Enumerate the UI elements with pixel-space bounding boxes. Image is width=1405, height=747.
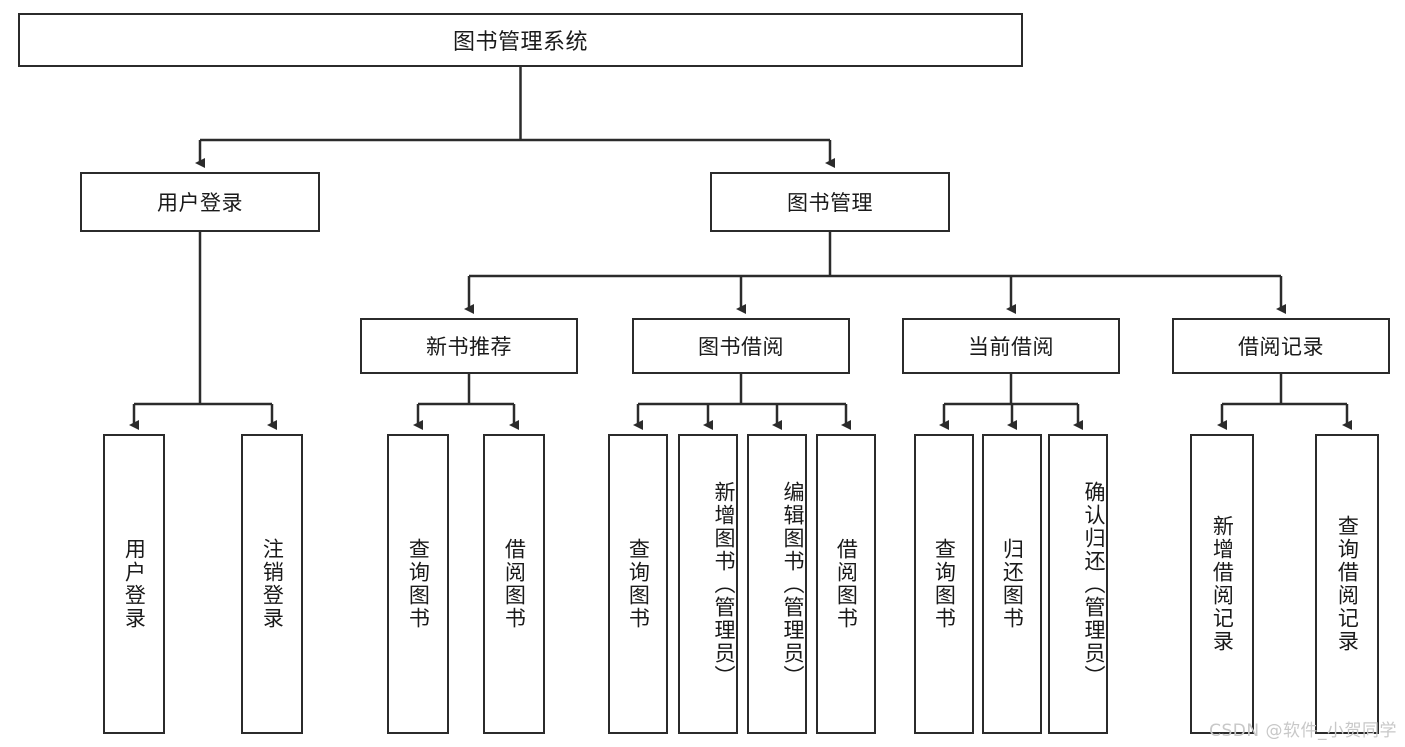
- node-label: 用户登录: [157, 191, 243, 215]
- node-leaf-borrow-book-1[interactable]: 借阅图书: [483, 434, 545, 734]
- node-leaf-edit-book[interactable]: 编辑图书（管理员）: [747, 434, 807, 734]
- node-label: 借阅记录: [1238, 335, 1324, 359]
- node-label: 新增借阅记录: [1210, 515, 1235, 653]
- node-leaf-query-book-2[interactable]: 查询图书: [608, 434, 668, 734]
- node-label: 确认归还（管理员）: [1082, 480, 1106, 688]
- node-label: 借阅图书: [834, 538, 859, 630]
- node-root[interactable]: 图书管理系统: [18, 13, 1023, 67]
- node-user-login[interactable]: 用户登录: [80, 172, 320, 232]
- node-new-book-recommend[interactable]: 新书推荐: [360, 318, 578, 374]
- node-leaf-query-book-3[interactable]: 查询图书: [914, 434, 974, 734]
- node-book-borrow[interactable]: 图书借阅: [632, 318, 850, 374]
- node-label: 归还图书: [1000, 538, 1025, 630]
- node-label: 查询借阅记录: [1335, 515, 1360, 653]
- watermark: CSDN @软件_小贺同学: [1209, 721, 1397, 741]
- node-label: 查询图书: [626, 538, 651, 630]
- node-label: 查询图书: [406, 538, 431, 630]
- node-label: 新增图书（管理员）: [712, 480, 736, 688]
- node-label: 当前借阅: [968, 335, 1054, 359]
- node-leaf-logout[interactable]: 注销登录: [241, 434, 303, 734]
- node-label: 用户登录: [122, 538, 147, 630]
- node-leaf-query-record[interactable]: 查询借阅记录: [1315, 434, 1379, 734]
- node-label: 新书推荐: [426, 335, 512, 359]
- node-label: 图书管理: [787, 191, 873, 215]
- node-leaf-query-book-1[interactable]: 查询图书: [387, 434, 449, 734]
- node-book-manage[interactable]: 图书管理: [710, 172, 950, 232]
- node-current-borrow[interactable]: 当前借阅: [902, 318, 1120, 374]
- node-leaf-confirm-return[interactable]: 确认归还（管理员）: [1048, 434, 1108, 734]
- node-leaf-add-record[interactable]: 新增借阅记录: [1190, 434, 1254, 734]
- node-label: 查询图书: [932, 538, 957, 630]
- node-label: 图书借阅: [698, 335, 784, 359]
- node-leaf-return-book[interactable]: 归还图书: [982, 434, 1042, 734]
- node-leaf-user-login[interactable]: 用户登录: [103, 434, 165, 734]
- node-label: 借阅图书: [502, 538, 527, 630]
- node-label: 编辑图书（管理员）: [781, 480, 805, 688]
- node-borrow-record[interactable]: 借阅记录: [1172, 318, 1390, 374]
- node-leaf-borrow-book-2[interactable]: 借阅图书: [816, 434, 876, 734]
- node-label: 注销登录: [260, 538, 285, 630]
- node-leaf-add-book[interactable]: 新增图书（管理员）: [678, 434, 738, 734]
